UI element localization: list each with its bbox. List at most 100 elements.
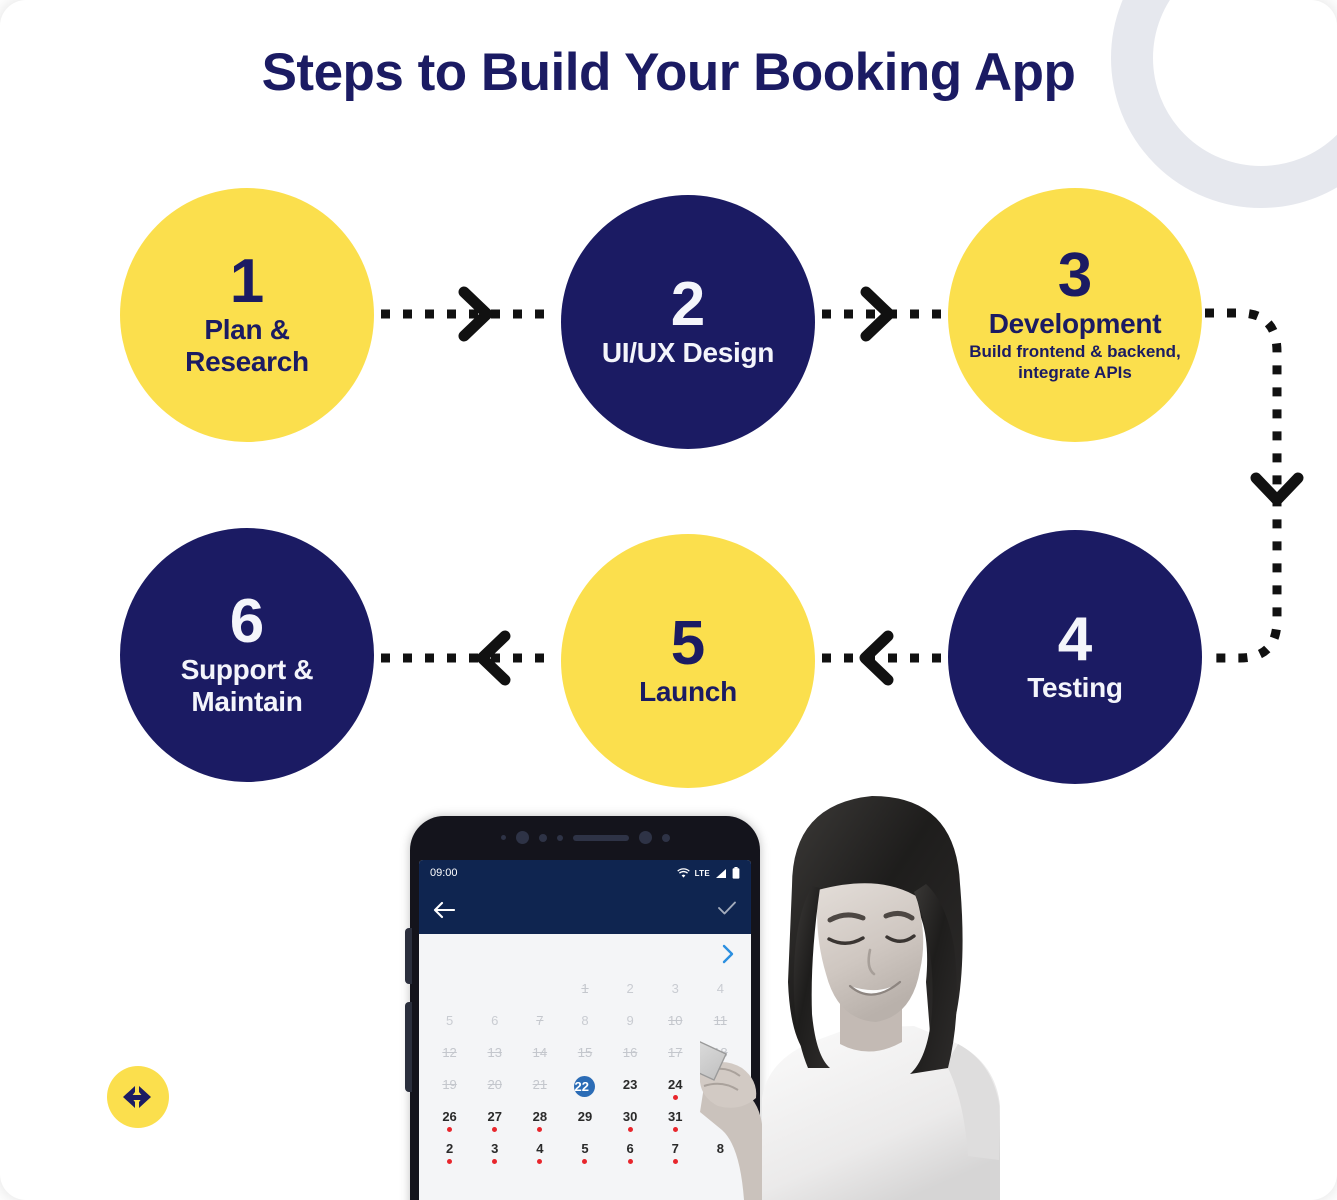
calendar-day-number: 27 xyxy=(487,1109,502,1124)
step-label-2: UI/UX Design xyxy=(601,336,775,368)
calendar-day-13[interactable]: 13 xyxy=(472,1044,517,1074)
chevron-right-icon[interactable] xyxy=(721,944,735,964)
calendar-day-31[interactable]: 31 xyxy=(653,1108,698,1138)
calendar-day-6[interactable]: 6 xyxy=(472,1012,517,1042)
battery-icon xyxy=(732,867,740,879)
calendar-day-5[interactable]: 5 xyxy=(427,1012,472,1042)
calendar-day-29[interactable]: 29 xyxy=(562,1108,607,1138)
calendar-day-number: 26 xyxy=(442,1109,457,1124)
calendar-event-dot xyxy=(672,1159,678,1164)
calendar-day-26[interactable]: 26 xyxy=(427,1108,472,1138)
phone-side-button-power[interactable] xyxy=(405,1002,412,1092)
step-label-4: Testing xyxy=(1027,671,1123,703)
phone-side-button-volume[interactable] xyxy=(405,928,412,984)
step-label-1: Plan & Research xyxy=(185,314,309,377)
calendar-grid[interactable]: 1234567891011121314151617181920212223242… xyxy=(419,966,751,1170)
calendar-day-17[interactable]: 17 xyxy=(653,1044,698,1074)
calendar-event-dot xyxy=(492,1127,498,1132)
step-node-3[interactable]: 3 Development Build frontend & backend, … xyxy=(948,188,1202,442)
calendar-event-dot xyxy=(627,1159,633,1164)
step-label-6: Support & Maintain xyxy=(180,654,314,717)
calendar-day-empty xyxy=(427,980,472,1010)
calendar-day-22[interactable]: 22 xyxy=(562,1076,607,1106)
back-arrow-icon[interactable] xyxy=(433,901,455,919)
calendar-day-number: 2 xyxy=(626,981,634,996)
calendar-day-number: 5 xyxy=(445,1013,454,1028)
step-label-5: Launch xyxy=(639,675,737,707)
page-title: Steps to Build Your Booking App xyxy=(261,43,1076,102)
calendar-day-7[interactable]: 7 xyxy=(517,1012,562,1042)
calendar-day-15[interactable]: 15 xyxy=(562,1044,607,1074)
calendar-day-14[interactable]: 14 xyxy=(517,1044,562,1074)
calendar-day-8[interactable]: 8 xyxy=(562,1012,607,1042)
step-number-2: 2 xyxy=(670,269,706,339)
calendar-event-dot xyxy=(672,1127,678,1132)
calendar-day-number: 9 xyxy=(626,1013,634,1028)
calendar-day-28[interactable]: 28 xyxy=(517,1108,562,1138)
arrow-2-to-3-head xyxy=(860,286,895,342)
calendar-day-7[interactable]: 7 xyxy=(653,1140,698,1170)
wifi-icon xyxy=(676,867,690,878)
calendar-day-1[interactable]: 1 xyxy=(562,980,607,1010)
calendar-day-2[interactable]: 2 xyxy=(608,980,653,1010)
calendar-day-4[interactable]: 4 xyxy=(517,1140,562,1170)
calendar-day-4[interactable]: 4 xyxy=(698,980,743,1010)
calendar-day-number: 7 xyxy=(671,1141,679,1156)
phone-mockup: 09:00 LTE xyxy=(405,816,760,1200)
calendar-day-3[interactable]: 3 xyxy=(653,980,698,1010)
calendar-day-number: 17 xyxy=(668,1045,683,1060)
calendar-day-5[interactable]: 5 xyxy=(562,1140,607,1170)
calendar-day-number: 24 xyxy=(668,1077,683,1092)
calendar-day-number: 21 xyxy=(532,1077,548,1092)
calendar-day-9[interactable]: 9 xyxy=(608,1012,653,1042)
calendar-event-dot xyxy=(447,1127,453,1132)
confirm-button[interactable] xyxy=(717,900,737,921)
calendar-day-20[interactable]: 20 xyxy=(472,1076,517,1106)
sensor-dot-icon xyxy=(638,831,652,844)
calendar-day-12[interactable]: 12 xyxy=(427,1044,472,1074)
calendar-day-number: 2 xyxy=(445,1141,454,1156)
calendar-day-23[interactable]: 23 xyxy=(608,1076,653,1106)
calendar-event-dot xyxy=(672,1095,678,1100)
arrow-3-to-4-head xyxy=(1250,472,1304,506)
step-node-6[interactable]: 6 Support & Maintain xyxy=(120,528,374,782)
calendar-day-6[interactable]: 6 xyxy=(608,1140,653,1170)
step-number-4: 4 xyxy=(1057,604,1093,674)
calendar-day-number: 4 xyxy=(716,981,725,996)
calendar-day-3[interactable]: 3 xyxy=(472,1140,517,1170)
app-bar xyxy=(419,886,751,934)
calendar-day-number: 8 xyxy=(581,1013,589,1028)
calendar-day-8[interactable]: 8 xyxy=(698,1140,743,1170)
step-subtext-3: Build frontend & backend, integrate APIs xyxy=(969,342,1181,382)
phone-screen: 09:00 LTE xyxy=(419,860,751,1200)
phone-sensor-row xyxy=(410,831,760,844)
calendar-day-16[interactable]: 16 xyxy=(608,1044,653,1074)
calendar-day-11[interactable]: 11 xyxy=(698,1012,743,1042)
status-bar: 09:00 LTE xyxy=(419,860,751,886)
calendar-day-10[interactable]: 10 xyxy=(653,1012,698,1042)
step-node-4[interactable]: 4 Testing xyxy=(948,530,1202,784)
calendar-day-2[interactable]: 2 xyxy=(427,1140,472,1170)
calendar-day-number: 5 xyxy=(581,1141,589,1156)
sensor-dot-icon xyxy=(661,833,670,842)
calendar-day-30[interactable]: 30 xyxy=(608,1108,653,1138)
calendar-day-number: 14 xyxy=(532,1045,548,1060)
step-node-2[interactable]: 2 UI/UX Design xyxy=(561,195,815,449)
step-node-1[interactable]: 1 Plan & Research xyxy=(120,188,374,442)
step-number-6: 6 xyxy=(229,587,265,657)
step-node-5[interactable]: 5 Launch xyxy=(561,534,815,788)
calendar-day-number: 3 xyxy=(491,1141,499,1156)
calendar-day-number: 3 xyxy=(671,981,679,996)
brand-logo[interactable] xyxy=(107,1066,169,1128)
status-icons: LTE xyxy=(676,867,740,879)
calendar-day-number: 8 xyxy=(716,1141,725,1156)
calendar-day-21[interactable]: 21 xyxy=(517,1076,562,1106)
calendar-day-27[interactable]: 27 xyxy=(472,1108,517,1138)
calendar-day-19[interactable]: 19 xyxy=(427,1076,472,1106)
check-icon xyxy=(718,901,736,914)
calendar-day-24[interactable]: 24 xyxy=(653,1076,698,1106)
arrow-1-to-2-head xyxy=(458,286,493,342)
double-arrow-icon xyxy=(123,1086,151,1108)
